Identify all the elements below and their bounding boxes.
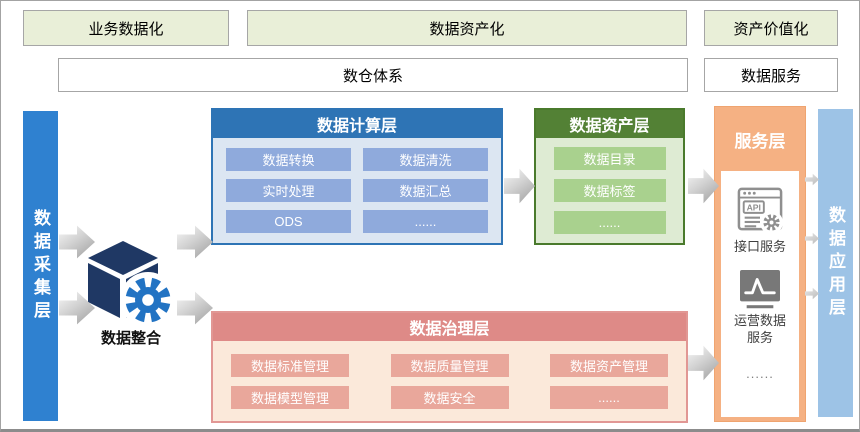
compute-cell: 数据清洗: [363, 148, 488, 171]
compute-cell: 数据转换: [226, 148, 351, 171]
asset-layer-title: 数据资产层: [536, 110, 683, 138]
compute-cell: ODS: [226, 210, 351, 233]
api-icon: API: [737, 187, 783, 234]
compute-layer-body: 数据转换 数据清洗 实时处理 数据汇总 ODS ......: [213, 138, 501, 243]
compute-cell: 实时处理: [226, 179, 351, 202]
governance-cell: 数据标准管理: [231, 353, 349, 377]
compute-cell: 数据汇总: [363, 179, 488, 202]
compute-cell: ......: [363, 210, 488, 233]
band-data-assetization: 数据资产化: [247, 10, 687, 46]
svg-text:API: API: [747, 202, 761, 212]
arrow-service-to-application-1: [805, 173, 819, 186]
data-collection-layer-label: 数据采集层: [31, 208, 50, 324]
band-data-warehouse-system: 数仓体系: [58, 58, 688, 92]
governance-layer-body: 数据标准管理 数据质量管理 数据资产管理 数据模型管理 数据安全 ......: [213, 341, 686, 421]
asset-layer-box: 数据资产层 数据目录 数据标签 ......: [534, 108, 685, 245]
governance-cell: 数据质量管理: [390, 353, 509, 377]
arrow-integration-to-governance: [177, 291, 213, 325]
cube-gear-icon: [88, 241, 176, 328]
governance-cell: 数据资产管理: [550, 353, 668, 377]
governance-cell: ......: [550, 385, 668, 409]
data-collection-layer-bar: 数据采集层: [23, 111, 58, 421]
api-service-label: 接口服务: [733, 239, 786, 254]
service-layer-box: 服务层 API 接口服务: [714, 106, 806, 422]
service-layer-title: 服务层: [734, 131, 786, 151]
compute-layer-title: 数据计算层: [213, 110, 501, 138]
governance-cell: 数据安全: [390, 385, 509, 409]
asset-cell: 数据目录: [553, 147, 666, 171]
data-application-layer-label: 数据应用层: [826, 205, 845, 321]
governance-layer-title: 数据治理层: [213, 313, 686, 341]
arrow-service-to-application-3: [805, 287, 819, 300]
arrow-service-to-application-2: [805, 232, 819, 245]
monitor-chart-icon: [740, 269, 780, 309]
arrow-integration-to-compute: [177, 225, 213, 259]
compute-layer-box: 数据计算层 数据转换 数据清洗 实时处理 数据汇总 ODS ......: [211, 108, 503, 245]
data-application-layer-bar: 数据应用层: [818, 109, 853, 417]
operations-data-service-label: 运营数据服务: [733, 313, 786, 345]
asset-cell: 数据标签: [553, 178, 666, 202]
arrow-compute-to-asset: [504, 168, 535, 204]
band-asset-valorization: 资产价值化: [704, 10, 838, 46]
asset-layer-body: 数据目录 数据标签 ......: [536, 138, 683, 243]
band-business-datafication: 业务数据化: [23, 10, 229, 46]
band-data-service: 数据服务: [704, 58, 838, 92]
asset-cell: ......: [553, 210, 666, 234]
service-more-dots: ......: [746, 366, 774, 381]
data-integration-label: 数据整合: [100, 330, 161, 347]
governance-layer-box: 数据治理层 数据标准管理 数据质量管理 数据资产管理 数据模型管理 数据安全 .…: [211, 311, 688, 423]
governance-cell: 数据模型管理: [231, 385, 349, 409]
service-layer-panel: API 接口服务 运营数据服务 ......: [721, 171, 799, 417]
